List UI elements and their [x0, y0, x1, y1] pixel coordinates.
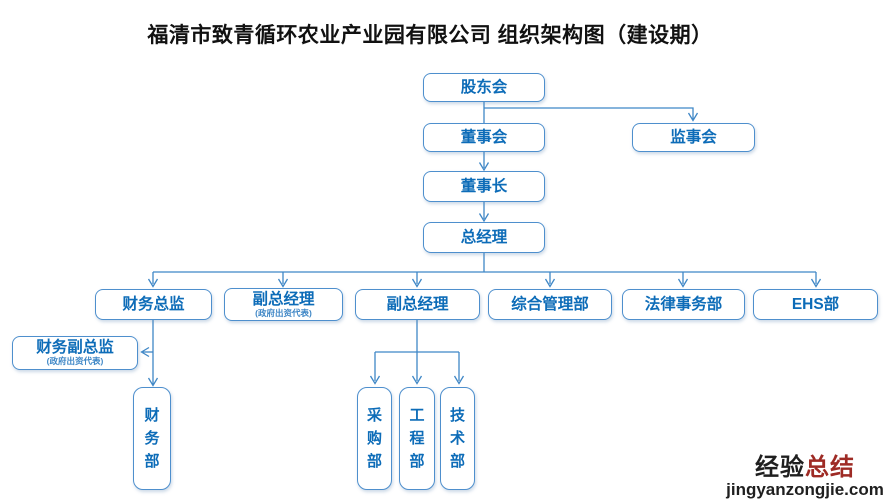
arrowhead-down-icon	[411, 375, 423, 385]
node-supervisory-board: 监事会	[632, 123, 755, 152]
node-legal-affairs-dept: 法律事务部	[622, 289, 745, 320]
arrowhead-down-icon	[677, 278, 689, 288]
node-label: 股东会	[460, 78, 508, 96]
node-general-admin-dept: 综合管理部	[488, 289, 612, 320]
arrowhead-left-icon	[140, 346, 150, 358]
watermark-text-black: 经验	[755, 454, 805, 481]
node-chairman: 董事长	[423, 171, 545, 202]
node-technology-dept: 技术部	[440, 387, 475, 490]
node-label: 工程部	[409, 406, 425, 471]
connector-deputygm-depts	[369, 320, 465, 385]
watermark-logo-text: 经验总结	[722, 456, 888, 480]
node-sublabel: (政府出资代表)	[46, 356, 104, 367]
arrowhead-down-icon	[810, 278, 822, 288]
arrowhead-down-icon	[147, 377, 159, 387]
node-label: 监事会	[670, 128, 717, 146]
node-label: 董事会	[460, 128, 508, 146]
node-finance-dept: 财务部	[133, 387, 171, 490]
node-label: 综合管理部	[511, 295, 589, 313]
arrowhead-down-icon	[544, 278, 556, 288]
node-procurement-dept: 采购部	[357, 387, 392, 490]
node-finance-director: 财务总监	[95, 289, 212, 320]
node-label: 副总经理	[252, 290, 315, 308]
arrowhead-down-icon	[478, 162, 490, 172]
node-shareholders: 股东会	[423, 73, 545, 102]
node-deputy-gm-gov-rep: 副总经理 (政府出资代表)	[224, 288, 343, 321]
node-label: 财务总监	[122, 295, 185, 313]
node-engineering-dept: 工程部	[399, 387, 435, 490]
arrowhead-down-icon	[369, 375, 381, 385]
connector-board-chairman	[478, 152, 490, 172]
node-sublabel: (政府出资代表)	[255, 307, 312, 318]
arrowhead-down-icon	[147, 278, 159, 288]
node-general-manager: 总经理	[423, 222, 545, 253]
arrowhead-down-icon	[411, 278, 423, 288]
node-label: 财务副总监	[36, 339, 114, 357]
node-deputy-finance-director-gov-rep: 财务副总监 (政府出资代表)	[12, 336, 138, 370]
arrowhead-down-icon	[687, 112, 699, 122]
node-label: 技术部	[450, 406, 466, 471]
node-label: EHS部	[791, 295, 840, 313]
node-ehs-dept: EHS部	[753, 289, 878, 320]
arrowhead-down-icon	[478, 213, 490, 223]
node-label: 采购部	[367, 406, 383, 471]
page-title: 福清市致青循环农业产业园有限公司 组织架构图（建设期）	[147, 24, 713, 47]
node-label: 董事长	[460, 177, 508, 195]
node-label: 法律事务部	[644, 295, 723, 313]
node-label: 财务部	[144, 406, 160, 471]
watermark: 经验总结 jingyanzongjie.com	[722, 456, 888, 499]
connector-chairman-gm	[478, 202, 490, 223]
arrowhead-down-icon	[453, 375, 465, 385]
node-deputy-gm: 副总经理	[355, 289, 480, 320]
connector-cfo-branch	[140, 320, 159, 387]
node-label: 副总经理	[386, 295, 449, 313]
node-label: 总经理	[460, 228, 508, 246]
connector-shareholders-supervisors	[484, 107, 699, 122]
watermark-text-red: 总结	[805, 454, 855, 481]
node-board-of-directors: 董事会	[423, 123, 545, 152]
connector-gm-rail	[147, 253, 822, 288]
arrowhead-down-icon	[277, 278, 289, 288]
watermark-domain: jingyanzongjie.com	[726, 480, 884, 499]
